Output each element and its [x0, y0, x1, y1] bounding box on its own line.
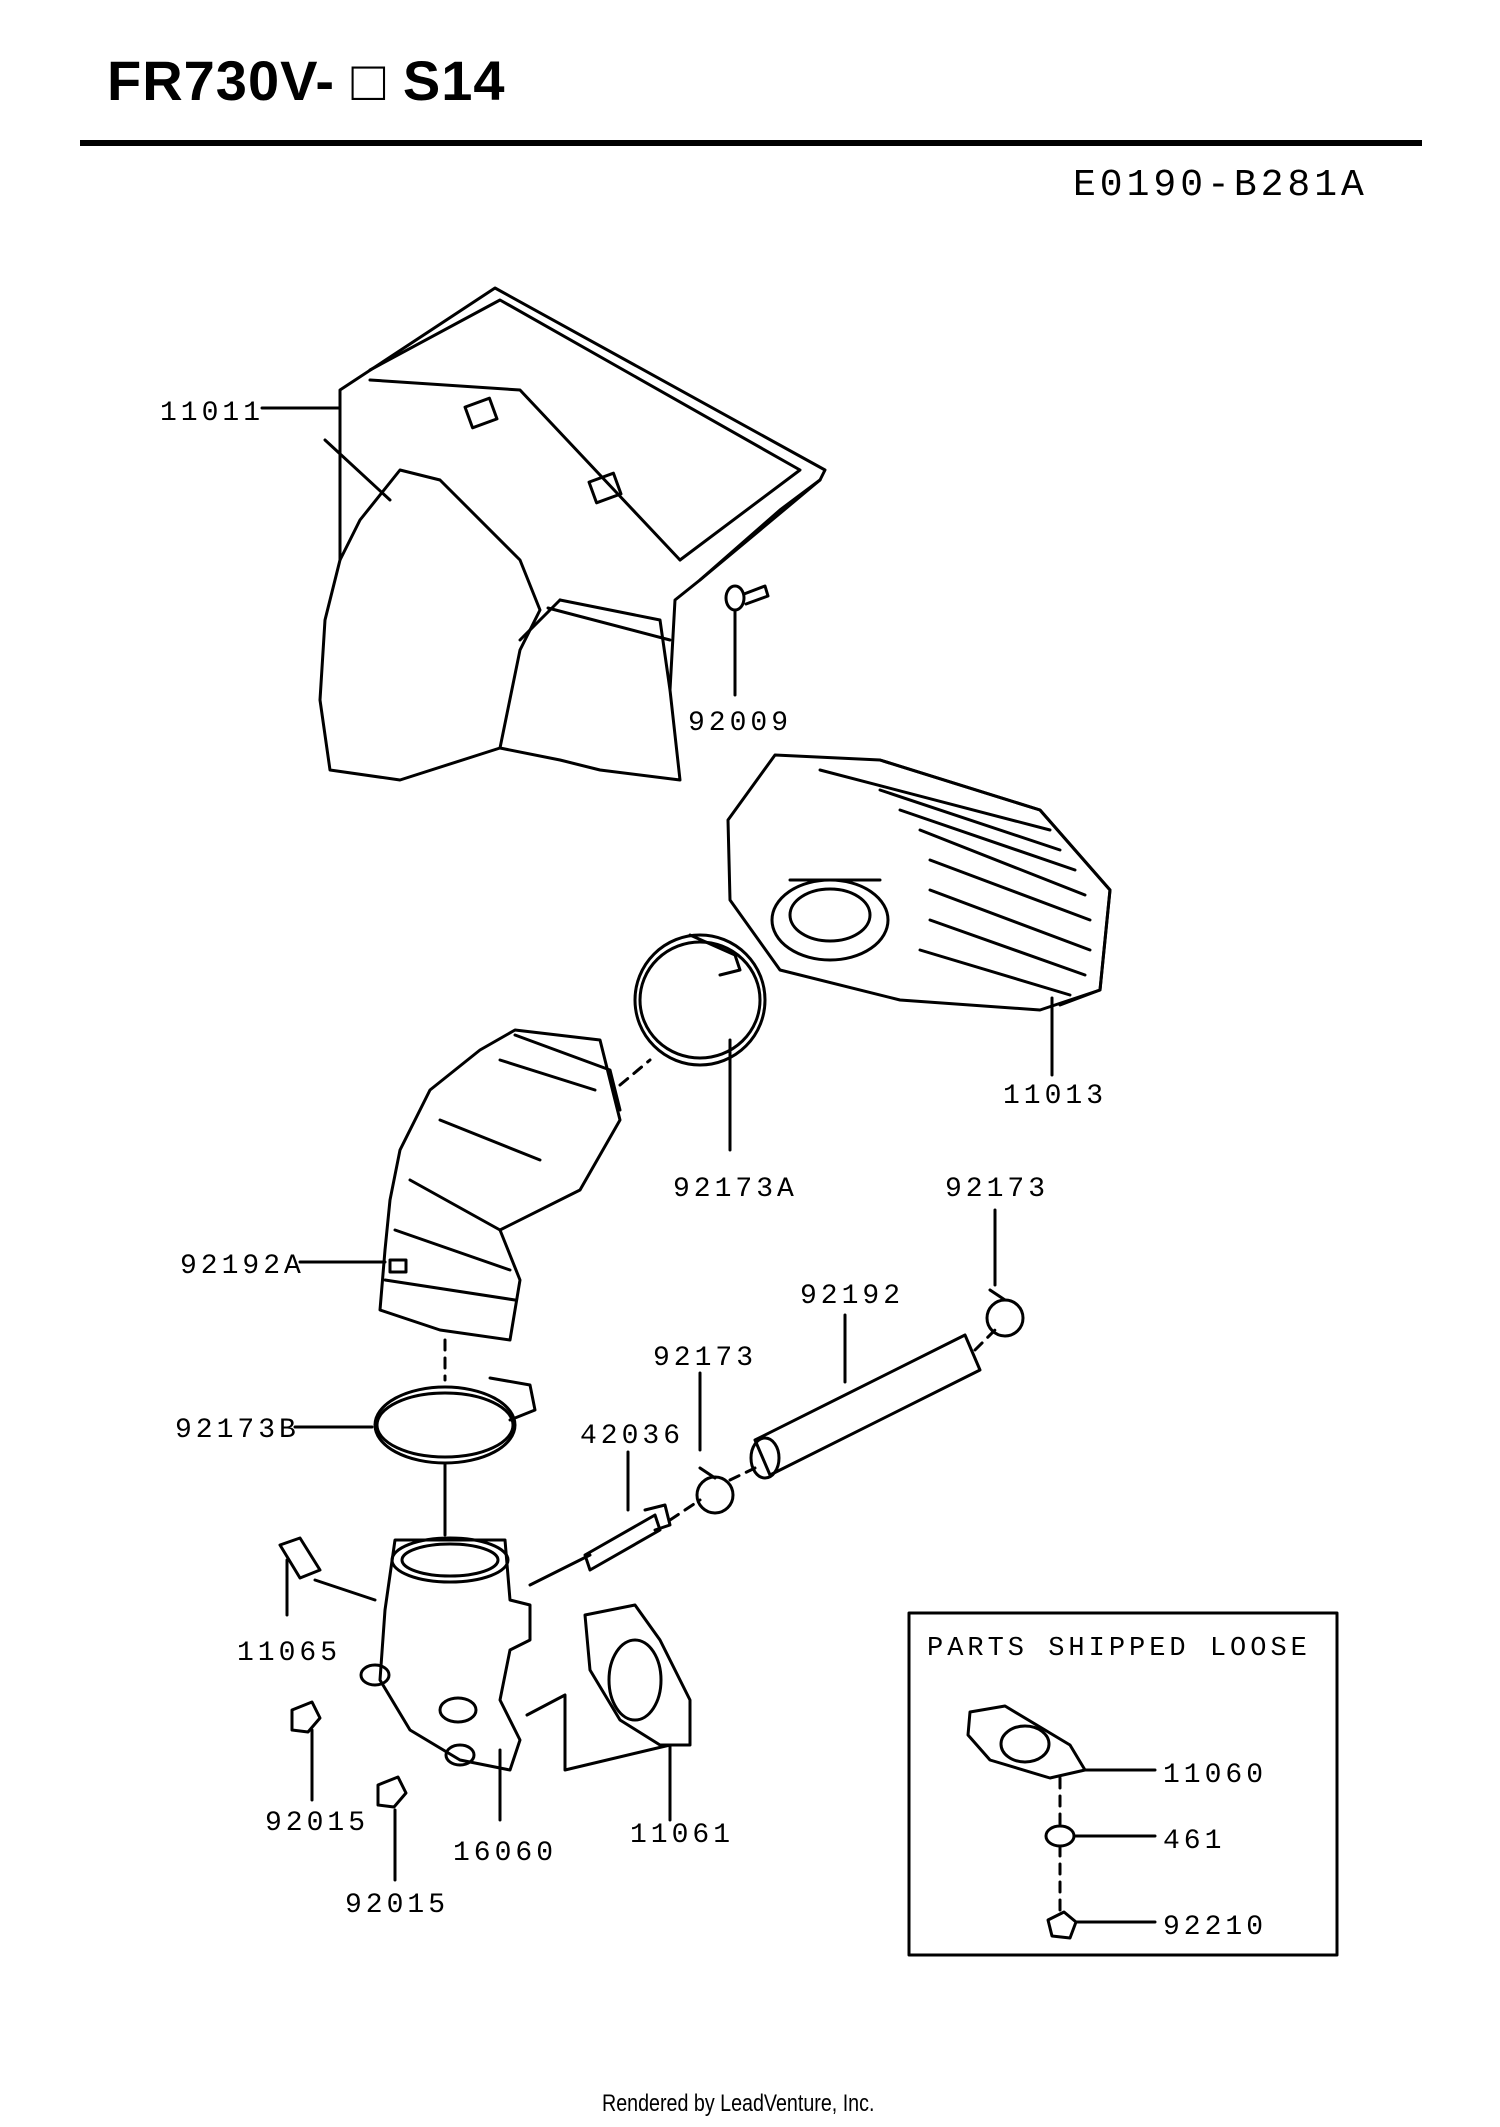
- callout-92173B: 92173B: [175, 1415, 300, 1446]
- callout-92015-a: 92015: [265, 1808, 369, 1839]
- small-clamp-left: [695, 1466, 735, 1515]
- callout-92015-b: 92015: [345, 1890, 449, 1921]
- callout-11011: 11011: [160, 398, 264, 429]
- intake-manifold: [359, 1536, 532, 1772]
- callout-11060: 11060: [1163, 1760, 1267, 1791]
- footer-credit: Rendered by LeadVenture, Inc.: [602, 2090, 875, 2117]
- callout-11065: 11065: [237, 1638, 341, 1669]
- callout-92192A: 92192A: [180, 1251, 305, 1282]
- hose-clamp-lower: [373, 1376, 537, 1465]
- washer: [1044, 1824, 1076, 1848]
- callout-11061: 11061: [630, 1820, 734, 1851]
- callout-92173A: 92173A: [673, 1174, 798, 1205]
- callout-11013: 11013: [1003, 1081, 1107, 1112]
- dowel-pin: [278, 1536, 322, 1580]
- elbow-hose: [378, 1028, 622, 1342]
- callout-92173-mid: 92173: [653, 1343, 757, 1374]
- vent-hose: [749, 1333, 982, 1480]
- screw: [724, 584, 770, 612]
- callout-92210: 92210: [1163, 1912, 1267, 1943]
- nut-small: [1046, 1910, 1078, 1940]
- leader-11065b: [313, 1578, 377, 1602]
- intake-gasket: [583, 1603, 692, 1747]
- diagram-code: E0190-B281A: [1073, 164, 1368, 207]
- gasket-bracket: [525, 1693, 672, 1772]
- air-filter-element: [726, 753, 1112, 1012]
- title-divider: [80, 140, 1422, 146]
- gasket-small: [966, 1704, 1087, 1780]
- hose-clamp-upper: [633, 933, 767, 1067]
- callout-92009: 92009: [688, 708, 792, 739]
- callout-42036: 42036: [580, 1421, 684, 1452]
- small-clamp-right: [985, 1288, 1025, 1338]
- callout-92192: 92192: [800, 1281, 904, 1312]
- loose-parts-title: PARTS SHIPPED LOOSE: [927, 1634, 1311, 1664]
- air-cleaner-cover: [318, 286, 827, 782]
- callout-461: 461: [1163, 1826, 1225, 1857]
- callout-16060: 16060: [453, 1838, 557, 1869]
- breather-fitting: [583, 1503, 672, 1572]
- loose-parts-box: [907, 1611, 1339, 1957]
- hex-nut-lower: [376, 1775, 408, 1809]
- callout-92173-top: 92173: [945, 1174, 1049, 1205]
- page-title: FR730V- □ S14: [107, 49, 506, 112]
- hex-nut-upper: [290, 1700, 322, 1734]
